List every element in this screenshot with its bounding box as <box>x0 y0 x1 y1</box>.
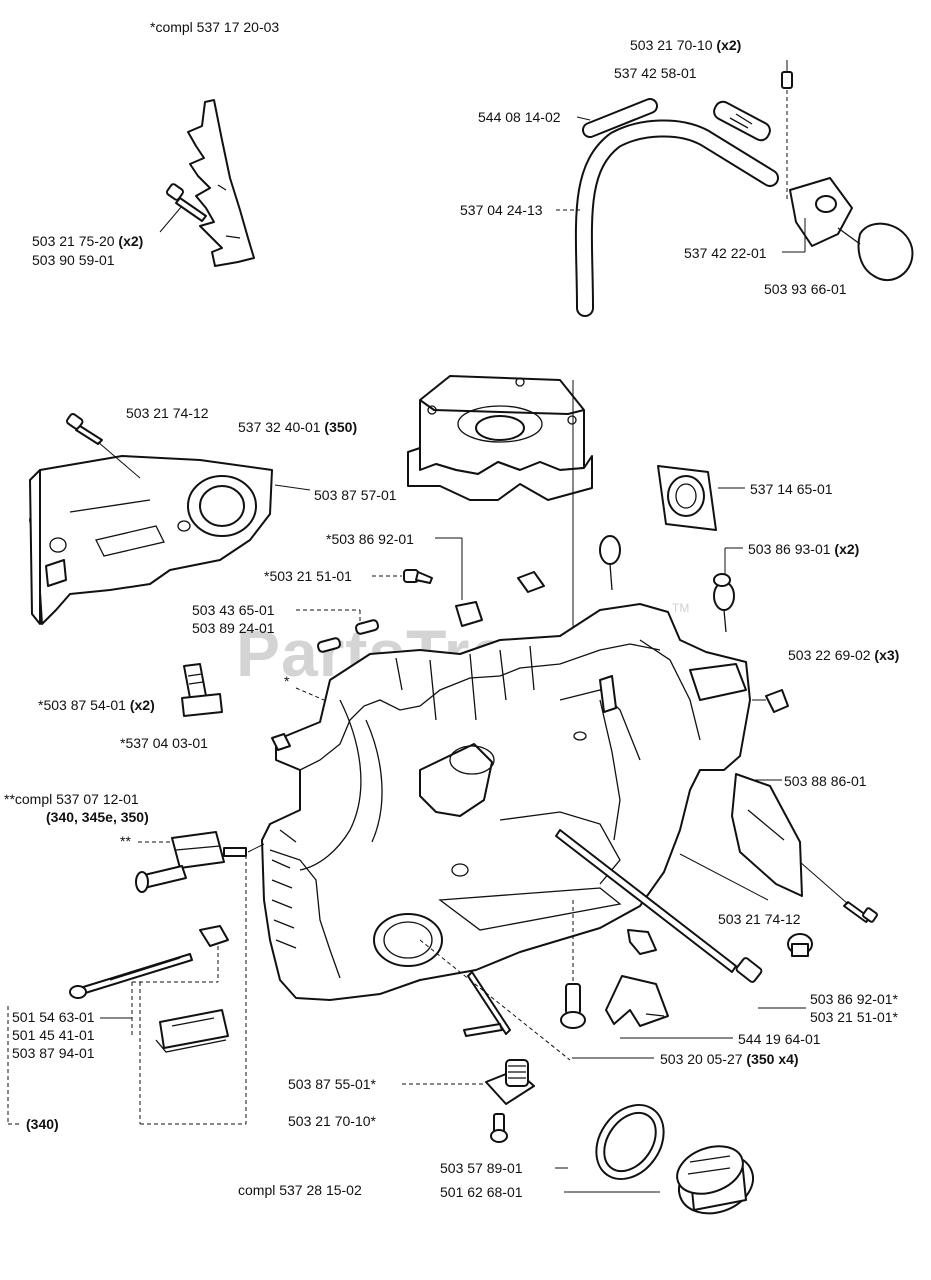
label-503-21-74-12-b: 503 21 74-12 <box>718 911 801 927</box>
muffler-clip-part <box>605 929 669 1027</box>
tensioner-slide-part <box>155 1009 229 1053</box>
small-nut-part <box>271 733 291 751</box>
label-503-86-93-01: 503 86 93-01 (x2) <box>748 541 859 557</box>
leader-line <box>274 484 311 491</box>
label-501-45-41-01: 501 45 41-01 <box>12 1027 95 1043</box>
label-503-21-51-01-b: 503 21 51-01* <box>810 1009 899 1025</box>
label-537-42-22-01: 537 42 22-01 <box>684 245 767 261</box>
tank-cap-oring-part <box>595 1103 665 1181</box>
label-503-21-51-01-a: *503 21 51-01 <box>264 568 352 584</box>
bumper-screw-part <box>166 183 207 222</box>
label-503-87-55-01: 503 87 55-01* <box>288 1076 377 1092</box>
label-503-21-74-12-a: 503 21 74-12 <box>126 405 209 421</box>
label-537-04-24-13: 537 04 24-13 <box>460 202 543 218</box>
vent-screw-part <box>490 1113 508 1143</box>
leader-line <box>247 843 265 853</box>
adjuster-nut-part <box>199 925 229 947</box>
leader-line <box>799 861 849 905</box>
label-starstar: ** <box>120 833 131 849</box>
label-503-86-92-01-a: *503 86 92-01 <box>326 531 414 547</box>
leader-line <box>97 441 141 479</box>
side-screw-part <box>843 901 878 923</box>
label-503-87-54-01: *503 87 54-01 (x2) <box>38 697 155 713</box>
label-340: (340) <box>26 1116 59 1132</box>
cylinder-cover-part <box>407 375 593 501</box>
primer-screw-top-part <box>781 60 793 89</box>
long-screw-part <box>555 829 763 983</box>
spacer-part <box>787 933 813 957</box>
fuel-hose-part <box>574 119 779 317</box>
label-537-04-03-01: *537 04 03-01 <box>120 735 208 751</box>
choke-rod-part <box>463 971 511 1037</box>
leader-line <box>679 853 769 901</box>
label-503-21-70-10-top: 503 21 70-10 (x2) <box>630 37 741 53</box>
bar-bolt-part <box>181 663 223 717</box>
label-544-19-64-01: 544 19 64-01 <box>738 1031 821 1047</box>
label-537-42-58-01: 537 42 58-01 <box>614 65 697 81</box>
label-503-87-57-01: 503 87 57-01 <box>314 487 397 503</box>
leader-line <box>295 687 325 701</box>
label-503-57-89-01: 503 57 89-01 <box>440 1160 523 1176</box>
side-plate-part <box>731 773 803 897</box>
label-503-93-66-01: 503 93 66-01 <box>764 281 847 297</box>
label-503-88-86-01: 503 88 86-01 <box>784 773 867 789</box>
right-clip-part <box>765 689 789 713</box>
label-544-08-14-02: 544 08 14-02 <box>478 109 561 125</box>
label-compl-537-28-15-02: compl 537 28 15-02 <box>238 1182 362 1198</box>
dowel-pin-part <box>316 619 380 653</box>
adjuster-screw-part <box>69 953 193 999</box>
label-compl-537-07-12-01-note: (340, 345e, 350) <box>46 809 149 825</box>
bushing-part <box>455 601 483 627</box>
bumper-spike-part <box>187 99 255 267</box>
leader-line <box>159 205 183 233</box>
label-compl-537-07-12-01: **compl 537 07 12-01 <box>4 791 139 807</box>
label-503-22-69-02: 503 22 69-02 (x3) <box>788 647 899 663</box>
tank-vent-part <box>485 1059 535 1105</box>
bottom-screw-part <box>560 983 586 1029</box>
label-537-32-40-01: 537 32 40-01 (350) <box>238 419 357 435</box>
screw-small-part <box>403 569 433 584</box>
inlet-filter-part <box>657 465 717 531</box>
label-503-20-05-27: 503 20 05-27 (350 x4) <box>660 1051 799 1067</box>
label-503-87-94-01: 503 87 94-01 <box>12 1045 95 1061</box>
label-star: * <box>284 673 290 689</box>
label-503-43-65-01: 503 43 65-01 <box>192 602 275 618</box>
tank-cap-part <box>676 1145 754 1215</box>
label-537-14-65-01: 537 14 65-01 <box>750 481 833 497</box>
label-503-21-70-10-b: 503 21 70-10* <box>288 1113 377 1129</box>
label-503-89-24-01: 503 89 24-01 <box>192 620 275 636</box>
hose-sleeve-part <box>582 98 658 138</box>
grommet-part <box>599 535 735 633</box>
labels: *compl 537 17 20-03 503 21 75-20 (x2) 50… <box>4 19 899 1200</box>
clip-part <box>517 571 545 593</box>
leader-line <box>576 116 591 121</box>
crankcase-part <box>261 603 751 1001</box>
cover-screw-part <box>66 413 103 445</box>
chain-brake-cover-part <box>29 455 273 625</box>
label-501-54-63-01: 501 54 63-01 <box>12 1009 95 1025</box>
watermark-tm: TM <box>672 601 689 615</box>
primer-bulb-part <box>789 177 914 282</box>
label-501-62-68-01: 501 62 68-01 <box>440 1184 523 1200</box>
label-compl-537-17-20-03: *compl 537 17 20-03 <box>150 19 279 35</box>
fuel-filter-part <box>713 100 771 142</box>
label-503-90-59-01: 503 90 59-01 <box>32 252 115 268</box>
label-503-21-75-20: 503 21 75-20 (x2) <box>32 233 143 249</box>
label-503-86-92-01-b: 503 86 92-01* <box>810 991 899 1007</box>
tensioner-part <box>135 831 247 893</box>
